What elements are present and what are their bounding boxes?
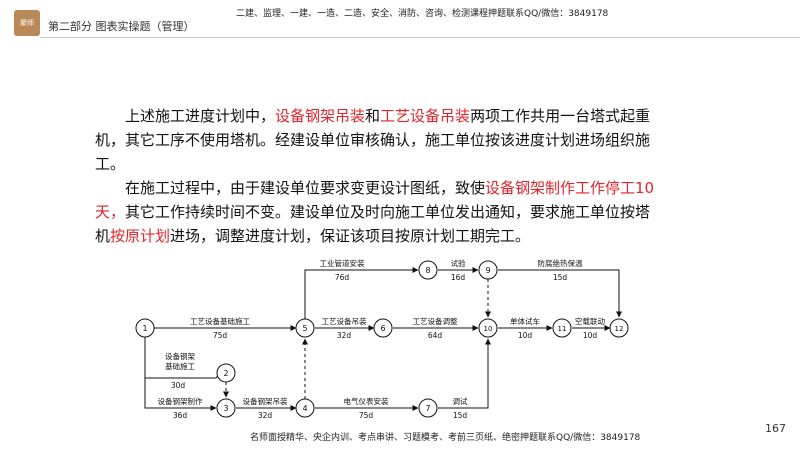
activity-duration: 15d bbox=[553, 273, 568, 282]
node-label: 6 bbox=[380, 324, 385, 333]
activity-duration: 16d bbox=[451, 273, 466, 282]
activity-duration: 10d bbox=[583, 331, 598, 340]
text-run: 上述施工进度计划中， bbox=[125, 107, 276, 125]
logo: 聚师 bbox=[14, 10, 40, 36]
node-circle bbox=[373, 318, 393, 338]
header-ad-text: 二建、监理、一建、一造、二造、安全、消防、咨询、检测课程押题联系QQ/微信：38… bbox=[236, 9, 609, 19]
activity-name: 电气仪表安装 bbox=[344, 396, 389, 406]
node-circle bbox=[135, 318, 155, 338]
text-run: 进场，调整进度计划，保证该项目按原计划工期完工。 bbox=[170, 227, 531, 245]
node-label: 12 bbox=[615, 325, 624, 333]
section-title: 第二部分 图表实操题（管理） bbox=[48, 20, 195, 33]
activity-name: 防腐绝热保温 bbox=[538, 258, 583, 268]
paragraph-2: 在施工过程中，由于建设单位要求变更设计图纸，致使设备钢架制作工作停工10天，其它… bbox=[95, 176, 657, 248]
arrow-5-8 bbox=[304, 267, 419, 319]
footer-ad-text: 名师面授精华、央企内训、考点串讲、习题模考、考前三页纸、绝密押题联系QQ/微信：… bbox=[250, 433, 641, 443]
page-number: 167 bbox=[765, 422, 786, 435]
activity-duration: 75d bbox=[213, 331, 228, 340]
node-label: 5 bbox=[302, 324, 307, 333]
node-label: 3 bbox=[223, 404, 228, 413]
node-circle bbox=[216, 363, 236, 383]
node-circle bbox=[478, 318, 498, 338]
header-bar: 聚师 第二部分 图表实操题（管理） 二建、监理、一建、一造、二造、安全、消防、咨… bbox=[0, 0, 800, 44]
arrow-7-10 bbox=[438, 338, 491, 409]
node-label: 11 bbox=[558, 325, 567, 333]
node-circle bbox=[418, 260, 438, 280]
activity-name: 工业管道安装 bbox=[320, 258, 365, 268]
node-label: 7 bbox=[425, 404, 430, 413]
activity-name: 工艺设备基础施工 bbox=[190, 316, 250, 326]
node-circle bbox=[295, 398, 315, 418]
highlight-text: 按原计划 bbox=[110, 227, 171, 245]
text-run: 两项工作共用一台塔式起重机，其它工序不使用塔机。经建设单位审核确认，施工单位按该… bbox=[95, 107, 651, 173]
activity-duration: 10d bbox=[518, 331, 533, 340]
text-run: 在施工过程中，由于建设单位要求变更设计图纸，致使 bbox=[125, 179, 486, 197]
question-text: 上述施工进度计划中，设备钢架吊装和工艺设备吊装两项工作共用一台塔式起重机，其它工… bbox=[95, 104, 657, 248]
node-circle bbox=[418, 398, 438, 418]
activity-name: 设备钢架吊装 bbox=[243, 396, 288, 406]
activity-duration: 64d bbox=[428, 331, 443, 340]
activity-name: 试验 bbox=[451, 258, 466, 268]
node-label: 2 bbox=[223, 369, 228, 378]
activity-duration: 76d bbox=[335, 273, 350, 282]
activity-name: 空载联动 bbox=[575, 316, 605, 326]
node-circle bbox=[478, 260, 498, 280]
node-label: 10 bbox=[484, 325, 493, 333]
activity-duration: 36d bbox=[173, 411, 188, 420]
highlight-text: 设备钢架吊装 bbox=[275, 107, 366, 125]
activity-duration: 32d bbox=[258, 411, 273, 420]
activity-duration: 75d bbox=[359, 411, 374, 420]
arrow-9-12 bbox=[498, 269, 622, 318]
activity-name: 单体试车 bbox=[510, 316, 540, 326]
node-label: 4 bbox=[302, 404, 307, 413]
paragraph-1: 上述施工进度计划中，设备钢架吊装和工艺设备吊装两项工作共用一台塔式起重机，其它工… bbox=[95, 104, 657, 176]
node-label: 1 bbox=[142, 324, 147, 333]
header-divider bbox=[40, 37, 800, 38]
activity-name: 设备钢架 bbox=[165, 351, 195, 361]
activity-name: 设备钢架制作 bbox=[158, 396, 203, 406]
highlight-text: 工艺设备吊装 bbox=[380, 107, 471, 125]
activity-name: 工艺设备调整 bbox=[413, 316, 458, 326]
text-run: 其它工作持续时间不变。建设单位及时向施工单位发出通知，要求施工单位按塔机 bbox=[95, 203, 651, 245]
node-label: 9 bbox=[485, 266, 490, 275]
activity-name: 调试 bbox=[453, 396, 468, 406]
activity-duration: 32d bbox=[337, 331, 352, 340]
text-run: 和 bbox=[365, 107, 381, 125]
activity-name-line2: 基础施工 bbox=[165, 361, 195, 371]
node-label: 8 bbox=[425, 266, 430, 275]
node-circle bbox=[295, 318, 315, 338]
activity-duration: 30d bbox=[171, 381, 186, 390]
node-circle bbox=[609, 318, 629, 338]
arrow-1-3 bbox=[144, 337, 217, 411]
node-circle bbox=[216, 398, 236, 418]
highlight-text: 设备钢架制作工作停工10天， bbox=[95, 179, 655, 221]
activity-name: 工艺设备吊装 bbox=[322, 316, 367, 326]
network-diagram: 1 2 3 4 5 6 7 8 9 10 11 12 工艺设备基础施工 75d … bbox=[135, 258, 629, 420]
node-circle bbox=[552, 318, 572, 338]
activity-duration: 15d bbox=[453, 411, 468, 420]
